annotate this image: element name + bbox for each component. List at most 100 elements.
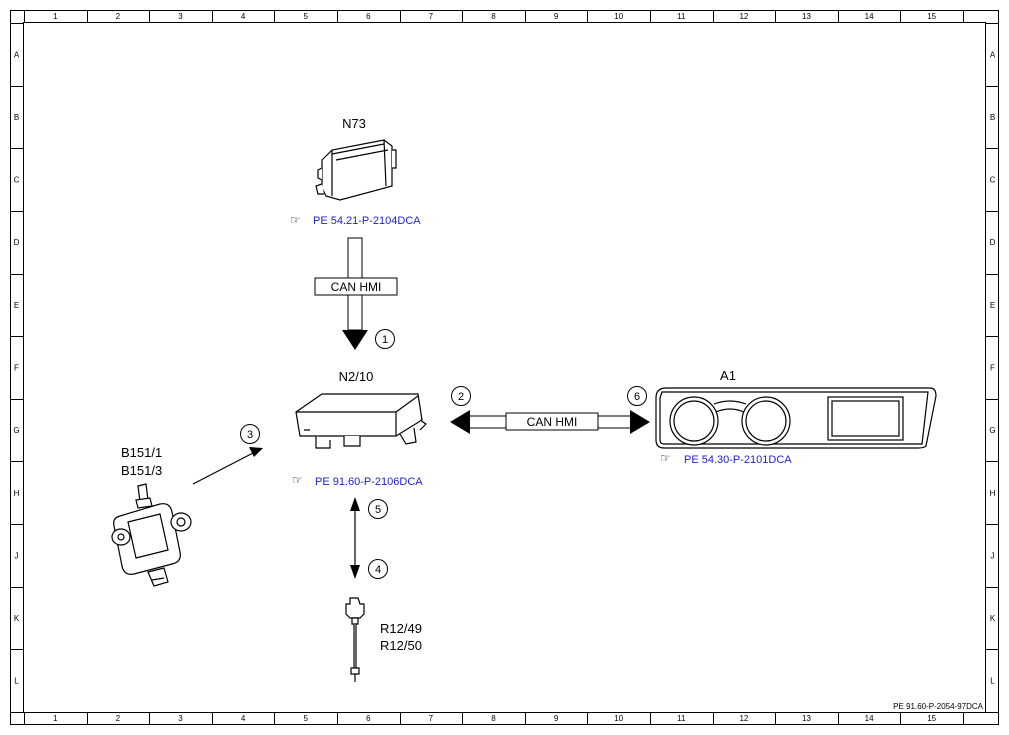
grid-column-label-bottom: 9 <box>554 714 559 723</box>
can-vertical-label: CAN HMI <box>331 280 382 294</box>
grid-row-label-right: D <box>990 238 996 247</box>
grid-row-label-left: K <box>14 614 20 623</box>
grid-column-label-bottom: 6 <box>366 714 371 723</box>
a1-component[interactable]: A1 ☞ PE 54.30-P-2101DCA <box>655 368 937 466</box>
grid-column-label-top: 7 <box>429 12 434 21</box>
n2-10-label: N2/10 <box>339 369 374 384</box>
grid-column-label-bottom: 11 <box>677 714 686 723</box>
arrow-head-left-icon <box>450 410 470 434</box>
can-hmi-horizontal-connection: CAN HMI <box>450 410 650 434</box>
b151-1-label: B151/1 <box>121 445 162 460</box>
grid-row-label-left: B <box>14 113 19 122</box>
grid-column-label-top: 15 <box>927 12 936 21</box>
callout-1: 1 <box>375 329 395 349</box>
r12-component[interactable]: R12/49 R12/50 <box>345 597 422 682</box>
document-id: PE 91.60-P-2054-97DCA <box>893 702 983 711</box>
callout-3: 3 <box>240 424 260 444</box>
temperature-sensor-icon <box>345 597 365 682</box>
grid-row-label-left: J <box>15 551 19 560</box>
n73-label: N73 <box>342 116 366 131</box>
callout-2: 2 <box>451 386 471 406</box>
grid-column-label-bottom: 8 <box>491 714 496 723</box>
grid-row-label-right: L <box>990 677 995 686</box>
r12-50-label: R12/50 <box>380 638 422 653</box>
arrow-head-down-icon <box>350 565 360 579</box>
arrow-head-icon <box>249 447 263 457</box>
svg-text:6: 6 <box>634 391 640 403</box>
grid-markers <box>10 10 999 725</box>
arrow-head-down-icon <box>342 330 368 350</box>
can-label-box <box>314 277 398 296</box>
b151-3-label: B151/3 <box>121 463 162 478</box>
b151-component[interactable]: B151/1 B151/3 <box>111 445 192 587</box>
grid-row-label-left: H <box>14 489 20 498</box>
grid-column-label-bottom: 1 <box>53 714 58 723</box>
a1-label: A1 <box>720 368 736 383</box>
n73-reference-link[interactable]: PE 54.21-P-2104DCA <box>313 215 421 227</box>
grid-column-label-top: 5 <box>303 12 308 21</box>
grid-column-label-bottom: 3 <box>178 714 183 723</box>
grid-row-label-right: K <box>990 614 996 623</box>
grid-column-label-top: 13 <box>802 12 811 21</box>
grid-column-label-top: 2 <box>116 12 121 21</box>
can-label-box <box>505 412 599 431</box>
grid-labels: 1122334455667788991010111112121313141415… <box>13 12 995 723</box>
grid-column-label-top: 14 <box>865 12 874 21</box>
n73-component[interactable]: N73 ☞ PE 54.21-P-2104DCA <box>290 116 421 227</box>
grid-column-label-top: 6 <box>366 12 371 21</box>
grid-column-label-bottom: 7 <box>429 714 434 723</box>
svg-text:3: 3 <box>247 429 253 441</box>
grid-row-label-left: L <box>14 677 19 686</box>
grid-row-label-left: D <box>14 238 20 247</box>
grid-row-label-left: C <box>14 176 20 185</box>
grid-column-label-bottom: 2 <box>116 714 121 723</box>
n2-10-component[interactable]: N2/10 ☞ PE 91.60-P-2106DCA <box>292 369 427 488</box>
grid-column-label-bottom: 5 <box>303 714 308 723</box>
grid-row-label-right: E <box>990 301 995 310</box>
grid-column-label-top: 9 <box>554 12 559 21</box>
pointing-hand-icon: ☞ <box>292 473 303 487</box>
callout-4: 4 <box>368 559 388 579</box>
sheet-frame <box>10 10 999 725</box>
grid-row-label-left: A <box>14 50 20 59</box>
grid-row-label-right: F <box>990 364 995 373</box>
grid-row-label-right: A <box>990 50 996 59</box>
svg-text:1: 1 <box>382 334 388 346</box>
svg-text:2: 2 <box>458 391 464 403</box>
grid-column-label-top: 8 <box>491 12 496 21</box>
pointing-hand-icon: ☞ <box>290 213 301 227</box>
grid-column-label-top: 4 <box>241 12 246 21</box>
can-hmi-vertical-connection: CAN HMI <box>314 237 398 350</box>
grid-column-label-bottom: 13 <box>802 714 811 723</box>
r12-49-label: R12/49 <box>380 621 422 636</box>
grid-column-label-top: 1 <box>53 12 58 21</box>
grid-row-label-right: G <box>989 426 995 435</box>
r12-double-arrow <box>350 497 360 579</box>
grid-row-label-right: J <box>991 551 995 560</box>
grid-row-label-right: B <box>990 113 995 122</box>
grid-row-label-left: G <box>13 426 19 435</box>
grid-column-label-bottom: 14 <box>865 714 874 723</box>
a1-reference-link[interactable]: PE 54.30-P-2101DCA <box>684 454 792 466</box>
arrow-head-right-icon <box>630 410 650 434</box>
grid-column-label-top: 3 <box>178 12 183 21</box>
grid-column-label-bottom: 10 <box>614 714 623 723</box>
grid-row-label-left: E <box>14 301 19 310</box>
grid-row-label-left: F <box>14 364 19 373</box>
svg-text:5: 5 <box>375 504 381 516</box>
grid-column-label-top: 10 <box>614 12 623 21</box>
pointing-hand-icon: ☞ <box>660 451 671 465</box>
sensor-icon <box>111 483 192 587</box>
svg-text:4: 4 <box>375 564 381 576</box>
callout-6: 6 <box>627 386 647 406</box>
n2-10-module-icon <box>295 393 427 449</box>
grid-column-label-bottom: 15 <box>927 714 936 723</box>
n2-10-reference-link[interactable]: PE 91.60-P-2106DCA <box>315 476 423 488</box>
instrument-cluster-icon <box>655 387 937 449</box>
grid-row-label-right: H <box>990 489 996 498</box>
grid-column-label-bottom: 4 <box>241 714 246 723</box>
grid-column-label-bottom: 12 <box>739 714 748 723</box>
grid-column-label-top: 12 <box>739 12 748 21</box>
grid-column-label-top: 11 <box>677 12 686 21</box>
